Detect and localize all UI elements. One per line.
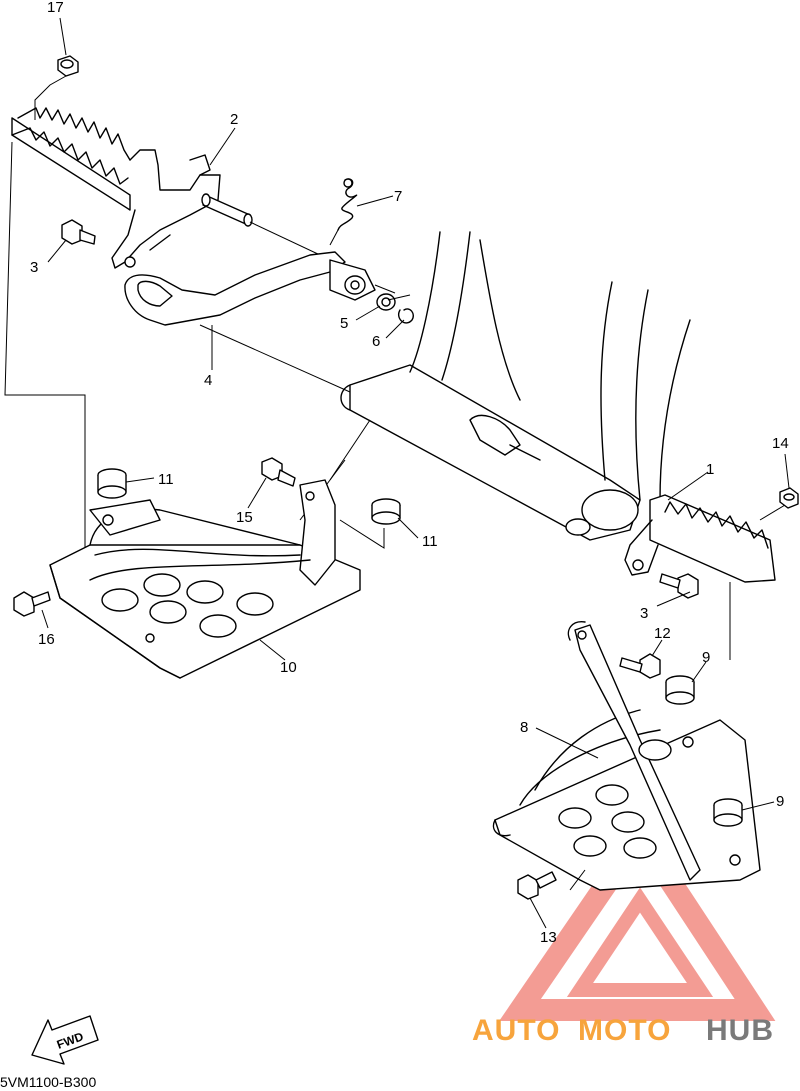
watermark-moto: MOTO xyxy=(578,1014,671,1047)
grommet-11-center xyxy=(339,498,401,549)
bolt-15 xyxy=(261,457,296,487)
watermark-auto: AUTO xyxy=(472,1014,560,1047)
leader-pedal xyxy=(199,324,351,393)
callout-labels: 17 2 7 3 5 6 4 11 15 11 14 1 16 10 3 12 … xyxy=(30,0,789,946)
brake-pedal-4 xyxy=(124,251,396,326)
callout-8: 8 xyxy=(520,719,528,736)
left-skid-plate-10 xyxy=(49,479,361,679)
bolt-12 xyxy=(619,653,661,679)
fwd-arrow-icon: FWD xyxy=(31,1015,99,1065)
callout-9-upper: 9 xyxy=(702,649,710,666)
washer-5 xyxy=(376,293,396,311)
callout-17: 17 xyxy=(47,0,64,16)
callout-5: 5 xyxy=(340,315,348,332)
callout-leaders xyxy=(41,17,790,929)
callout-15: 15 xyxy=(236,509,253,526)
callout-16: 16 xyxy=(38,631,55,648)
watermark-text: AUTO MOTO HUB xyxy=(472,1014,774,1047)
callout-12: 12 xyxy=(654,625,671,642)
callout-3-right: 3 xyxy=(640,605,648,622)
left-footpeg xyxy=(11,107,221,269)
bolt-13 xyxy=(517,871,557,900)
callout-11-center: 11 xyxy=(422,533,438,550)
drawing-code: 5VM1100-B300 xyxy=(0,1074,96,1090)
callout-7: 7 xyxy=(394,188,402,205)
callout-3-left: 3 xyxy=(30,259,38,276)
nut-17 xyxy=(34,55,79,120)
nut-14 xyxy=(779,487,799,509)
callout-9-lower: 9 xyxy=(776,793,784,810)
pivot-pin xyxy=(201,193,321,256)
spring-7 xyxy=(329,178,358,246)
grommet-9-upper xyxy=(665,675,695,705)
grommet-9-lower xyxy=(713,798,743,827)
callout-6: 6 xyxy=(372,333,380,350)
callout-14: 14 xyxy=(772,435,789,452)
right-footpeg xyxy=(624,494,786,660)
leader-left-a xyxy=(4,141,86,560)
clip-6 xyxy=(387,294,414,324)
callout-11-left: 11 xyxy=(158,471,174,488)
callout-1: 1 xyxy=(706,461,714,478)
callout-4: 4 xyxy=(204,372,212,389)
right-skid-plate-8 xyxy=(492,621,761,891)
callout-10: 10 xyxy=(280,659,297,676)
bolt-3-left xyxy=(61,219,96,245)
grommet-11-left xyxy=(97,468,127,499)
bolt-3-right xyxy=(659,573,699,599)
watermark-hub: HUB xyxy=(706,1014,774,1047)
callout-13: 13 xyxy=(540,929,557,946)
callout-2: 2 xyxy=(230,111,238,128)
bolt-16 xyxy=(13,591,51,617)
